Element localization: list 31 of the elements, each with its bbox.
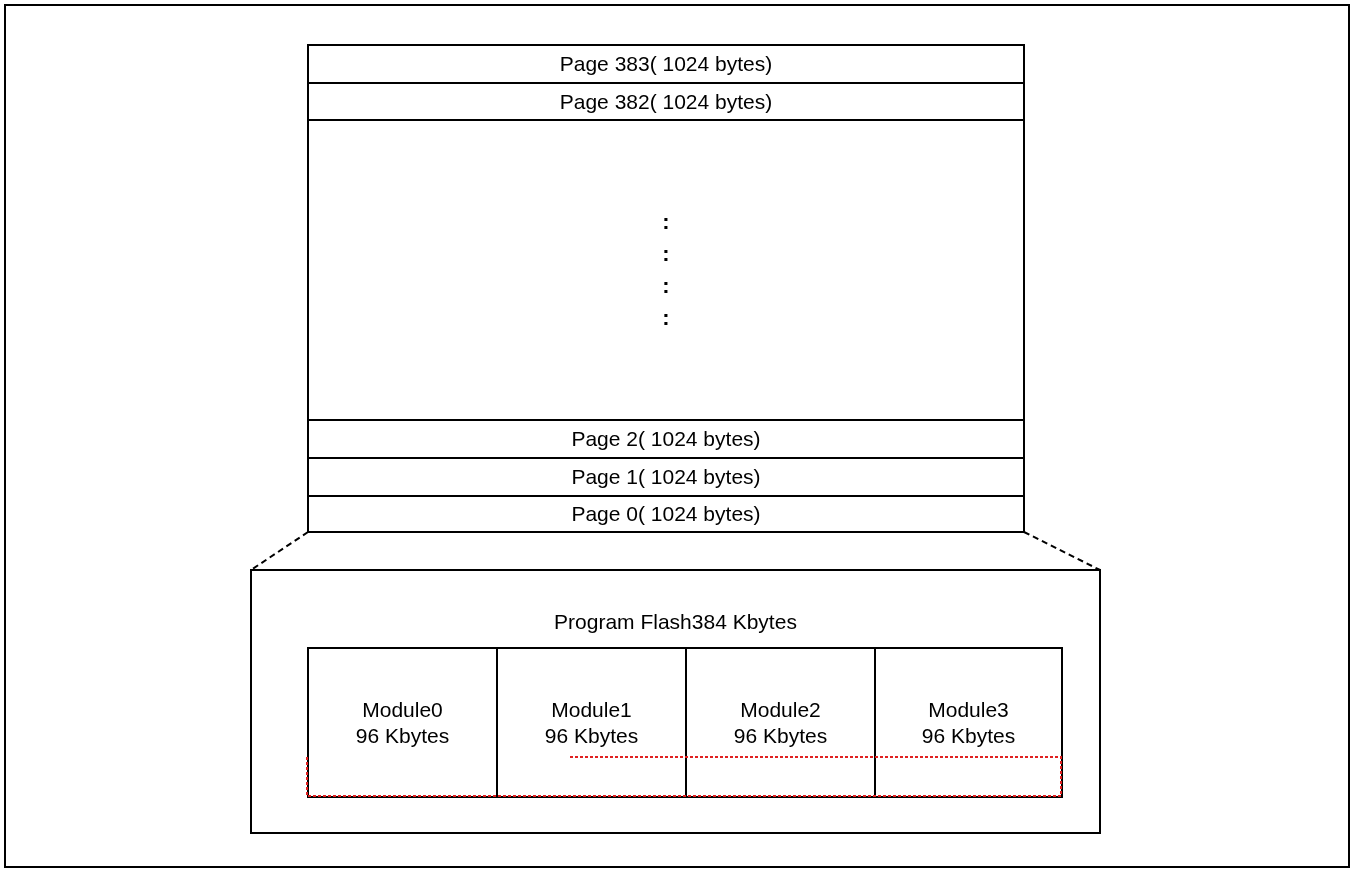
module-box [685, 647, 876, 798]
dashed-connector [1023, 531, 1101, 571]
ellipsis-dots: : [662, 272, 670, 300]
module-size: 96 Kbytes [355, 723, 450, 749]
page-label: Page 0( 1024 bytes) [571, 501, 761, 527]
flash-block [250, 569, 1101, 834]
memory-page-row [307, 82, 1025, 121]
dashed-connector [250, 531, 309, 571]
ellipsis-dots: : [662, 208, 670, 236]
module-box [307, 647, 498, 798]
memory-page-row [307, 419, 1025, 459]
block-title: Program Flash384 Kbytes [554, 609, 797, 635]
module-size: 96 Kbytes [733, 723, 828, 749]
module-name: Module2 [740, 697, 821, 723]
module-box [874, 647, 1063, 798]
page-label: Page 382( 1024 bytes) [559, 88, 773, 115]
ellipsis-dots: : [662, 240, 670, 268]
module-name: Module1 [551, 697, 632, 723]
module-box [496, 647, 687, 798]
page-label: Page 383( 1024 bytes) [559, 51, 773, 77]
memory-gap-box [307, 119, 1025, 421]
module-size: 96 Kbytes [544, 723, 639, 749]
ellipsis-dots: : [662, 304, 670, 332]
memory-page-row [307, 495, 1025, 533]
module-name: Module0 [362, 697, 443, 723]
module-name: Module3 [928, 697, 1009, 723]
page-label: Page 2( 1024 bytes) [571, 426, 761, 452]
page-label: Page 1( 1024 bytes) [571, 464, 761, 490]
module-size: 96 Kbytes [921, 723, 1016, 749]
memory-page-row [307, 457, 1025, 497]
memory-page-row [307, 44, 1025, 84]
